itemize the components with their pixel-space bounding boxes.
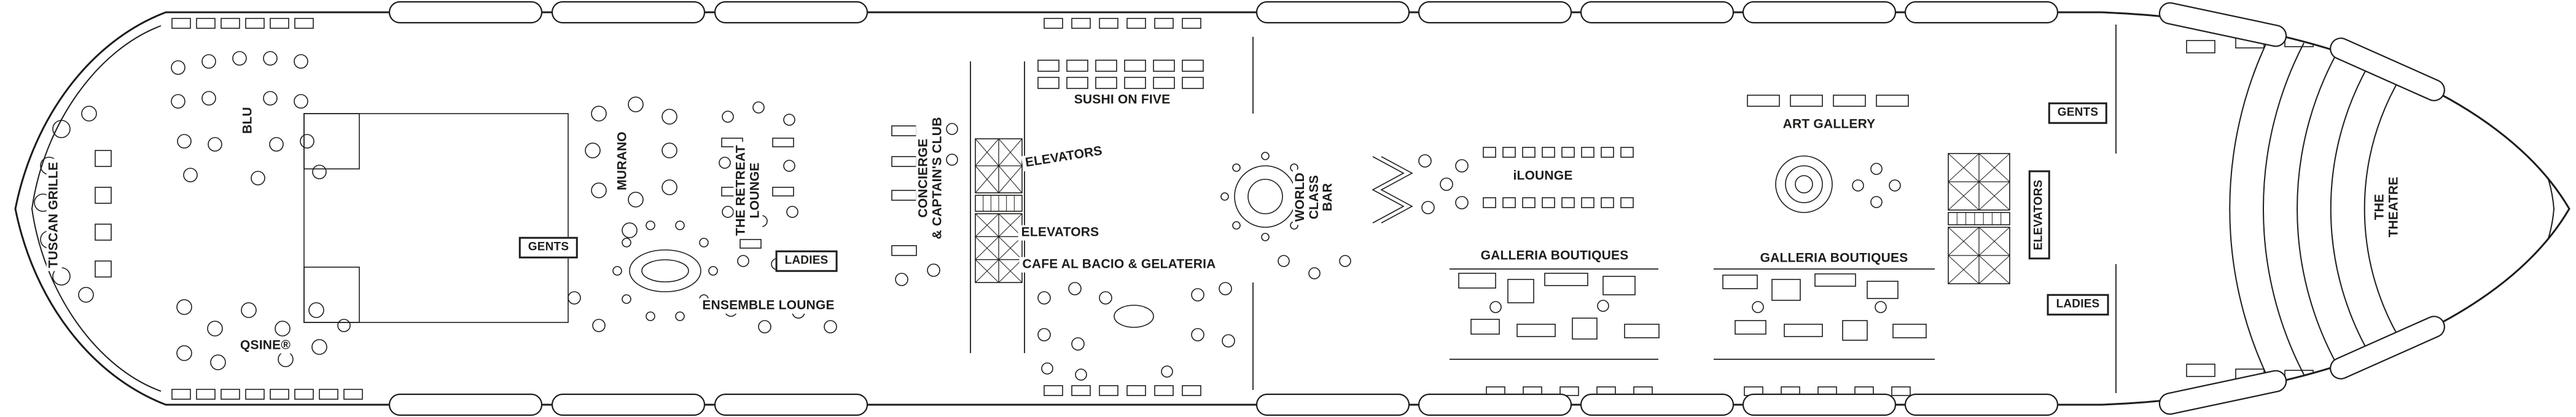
label-galleria-boutiques-port: GALLERIA BOUTIQUES	[1477, 248, 1632, 264]
lifeboat	[1580, 1, 1735, 24]
label-ensemble-lounge: ENSEMBLE LOUNGE	[699, 298, 838, 314]
lifeboat	[1255, 393, 1410, 416]
label-tuscan-grille: TUSCAN GRILLE	[46, 158, 62, 271]
lifeboat	[388, 1, 543, 24]
label-the-retreat-lounge: THE RETREAT LOUNGE	[733, 142, 763, 239]
lifeboat	[2330, 316, 2445, 380]
lifeboat	[2158, 2, 2287, 47]
label-blu: BLU	[240, 104, 256, 137]
label-gents-forward: GENTS	[2048, 102, 2108, 124]
label-art-gallery: ART GALLERY	[1779, 117, 1879, 133]
label-qsine: QSINE®	[236, 338, 294, 354]
label-the-theatre: THE THEATRE	[2372, 173, 2402, 241]
label-cafe-al-bacio-gelateria: CAFE AL BACIO & GELATERIA	[1019, 257, 1219, 273]
label-elevators-midship-upper: ELEVATORS	[1021, 143, 1107, 171]
lifeboat	[551, 393, 706, 416]
lifeboats	[388, 1, 2445, 416]
lifeboat	[1580, 393, 1735, 416]
lifeboat	[388, 393, 543, 416]
label-elevators-forward: ELEVATORS	[2028, 170, 2050, 260]
label-elevators-midship-lower: ELEVATORS	[1018, 225, 1103, 241]
lifeboat	[714, 1, 868, 24]
lifeboat	[1742, 393, 1897, 416]
label-ilounge: iLOUNGE	[1510, 168, 1576, 184]
label-ladies-aft: LADIES	[775, 250, 838, 272]
label-gents-aft: GENTS	[518, 236, 579, 259]
lifeboat	[1904, 1, 2059, 24]
lifeboat	[1742, 1, 1897, 24]
label-galleria-boutiques-starboard: GALLERIA BOUTIQUES	[1757, 251, 1911, 267]
lifeboat	[1255, 1, 1410, 24]
lifeboat	[2330, 37, 2445, 101]
lifeboat	[2158, 370, 2287, 415]
label-sushi-on-five: SUSHI ON FIVE	[1071, 92, 1174, 108]
lifeboat	[1904, 393, 2059, 416]
label-murano: MURANO	[615, 128, 631, 193]
label-concierge-captains-club: CONCIERGE & CAPTAIN'S CLUB	[916, 114, 945, 243]
label-world-class-bar: WORLD CLASS BAR	[1292, 169, 1337, 225]
lifeboat	[551, 1, 706, 24]
lifeboat	[1418, 1, 1572, 24]
lifeboat	[714, 393, 868, 416]
label-ladies-forward: LADIES	[2047, 294, 2109, 316]
lifeboat	[1418, 393, 1572, 416]
